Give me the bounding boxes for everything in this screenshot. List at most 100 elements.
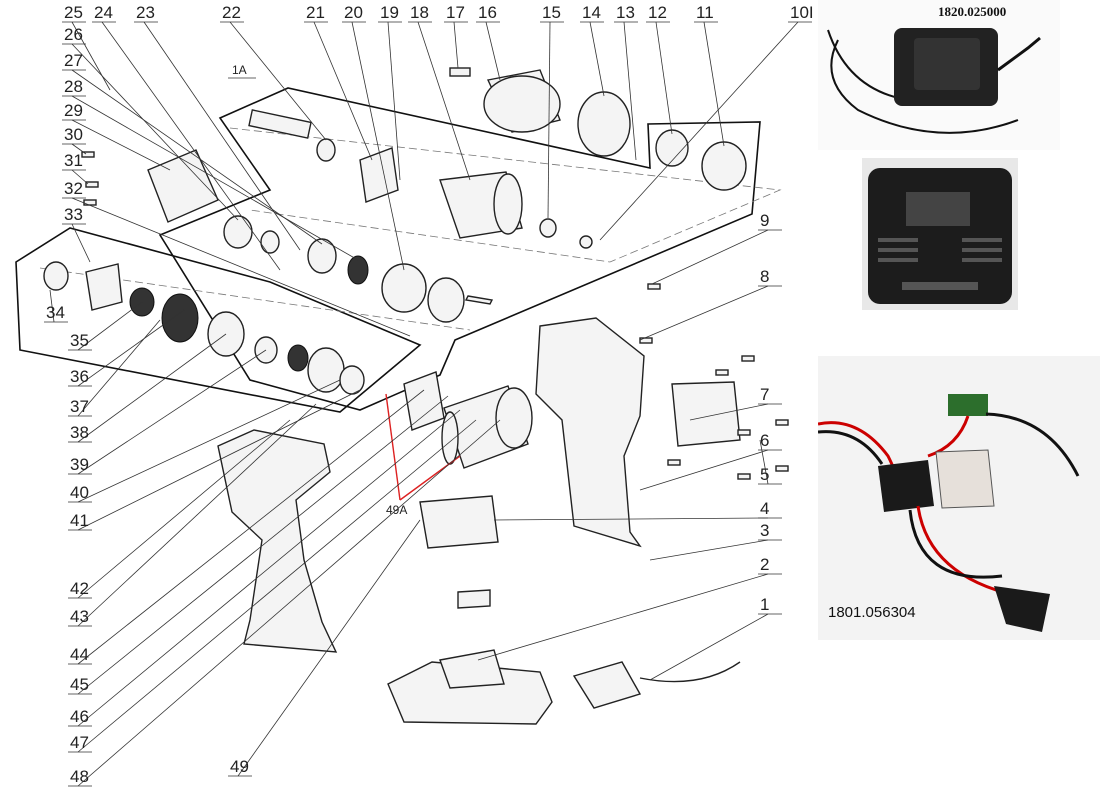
charger-bottom-image [868, 168, 1012, 304]
gear-40 [287, 344, 309, 372]
callout-leader-15 [547, 21, 551, 219]
callout-number-44: 44 [70, 645, 89, 664]
callout-leader-22 [229, 21, 327, 141]
callout-leader-17 [453, 21, 459, 69]
callout-leader-8 [639, 285, 769, 341]
callout-leader-2 [477, 573, 769, 661]
subassembly-outline-upper [158, 87, 761, 411]
callout-number-25: 25 [64, 3, 83, 22]
subassembly-outline-left [15, 227, 422, 413]
callout-leader-48 [77, 419, 501, 787]
washer-41 [307, 347, 345, 393]
callout-leader-40 [77, 379, 341, 503]
planet-gear-23 [347, 255, 369, 285]
gearbox-housing-18 [439, 171, 523, 239]
callout-number-47: 47 [70, 733, 89, 752]
callout-number-21: 21 [306, 3, 325, 22]
callout-leader-19 [387, 21, 401, 181]
callout-number-24: 24 [94, 3, 113, 22]
callout-number-13: 13 [616, 3, 635, 22]
callout-number-4: 4 [760, 499, 769, 518]
bearing-15 [539, 218, 557, 238]
direction-switch-3 [457, 589, 491, 609]
housing-half-left [217, 429, 338, 653]
callout-number-28: 28 [64, 77, 83, 96]
mode-cover-29 [147, 149, 219, 223]
callout-number-5: 5 [760, 465, 769, 484]
callout-number-14: 14 [582, 3, 601, 22]
label-1a: 1A [232, 63, 247, 77]
callout-number-19: 19 [380, 3, 399, 22]
callout-leader-45 [77, 395, 449, 695]
callout-leader-41 [77, 389, 361, 531]
callout-leader-29 [71, 119, 171, 171]
callout-number-30: 30 [64, 125, 83, 144]
callout-leader-25 [71, 21, 111, 91]
clutch-spring-33 [85, 263, 123, 311]
callout-leader-44 [77, 389, 425, 665]
callout-number-37: 37 [70, 397, 89, 416]
callout-number-35: 35 [70, 331, 89, 350]
callout-leader-21 [313, 21, 373, 161]
pin-part [464, 295, 494, 305]
o-ring-19 [427, 277, 465, 323]
callout-number-42: 42 [70, 579, 89, 598]
callout-number-38: 38 [70, 423, 89, 442]
callout-number-18: 18 [410, 3, 429, 22]
callout-number-31: 31 [64, 151, 83, 170]
callout-leader-39 [77, 349, 267, 475]
callout-number-17: 17 [446, 3, 465, 22]
axis-dashed-line [229, 127, 782, 263]
callout-leader-28 [71, 95, 359, 261]
ring-11 [701, 141, 747, 191]
charger-1 [572, 661, 642, 709]
charger-cable [639, 661, 741, 683]
housing-half-right [535, 317, 645, 548]
gear-25 [260, 230, 280, 254]
torque-ring-14 [577, 91, 631, 157]
bearing-22 [316, 138, 336, 162]
screw-17 [449, 67, 471, 77]
callout-leader-31 [71, 169, 89, 185]
motor-holder-7 [671, 381, 741, 447]
callout-leader-35 [77, 301, 143, 351]
callout-number-2: 2 [760, 555, 769, 574]
callout-number-1: 1 [760, 595, 769, 614]
callout-leader-11 [703, 21, 725, 147]
callout-number-26: 26 [64, 25, 83, 44]
callout-leader-6 [639, 449, 769, 491]
callout-number-15: 15 [542, 3, 561, 22]
gear-26 [223, 215, 253, 249]
planet-carrier-37 [161, 293, 199, 343]
callout-number-46: 46 [70, 707, 89, 726]
callout-number-41: 41 [70, 511, 89, 530]
callout-leader-37 [77, 319, 161, 417]
motor-plate [403, 371, 445, 431]
callout-layer: 12345678910I1112131415161718192021222324… [44, 3, 814, 787]
washer-10 [579, 235, 593, 249]
callout-leader-30 [71, 143, 87, 155]
callout-leader-26 [71, 43, 239, 221]
callout-leader-13 [623, 21, 637, 161]
coupling-34 [43, 261, 69, 291]
callout-number-22: 22 [222, 3, 241, 22]
callout-leader-43 [77, 403, 317, 627]
callout-leader-20 [351, 21, 405, 271]
callout-leader-7 [689, 403, 769, 421]
callout-leader-18 [417, 21, 471, 181]
gear-carrier-24 [307, 238, 337, 274]
callout-leader-27 [71, 69, 323, 245]
callout-leader-3 [649, 539, 769, 561]
callout-number-6: 6 [760, 431, 769, 450]
callout-leader-10I [599, 21, 799, 241]
callout-number-33: 33 [64, 205, 83, 224]
callout-number-43: 43 [70, 607, 89, 626]
callout-number-7: 7 [760, 385, 769, 404]
callout-leader-9 [651, 229, 769, 285]
charger-top-image [827, 28, 1041, 134]
callout-number-49: 49 [230, 757, 249, 776]
callout-number-3: 3 [760, 521, 769, 540]
callout-leader-47 [77, 419, 477, 753]
charger-bottom-photo [862, 158, 1018, 310]
callout-leader-1 [649, 613, 769, 681]
